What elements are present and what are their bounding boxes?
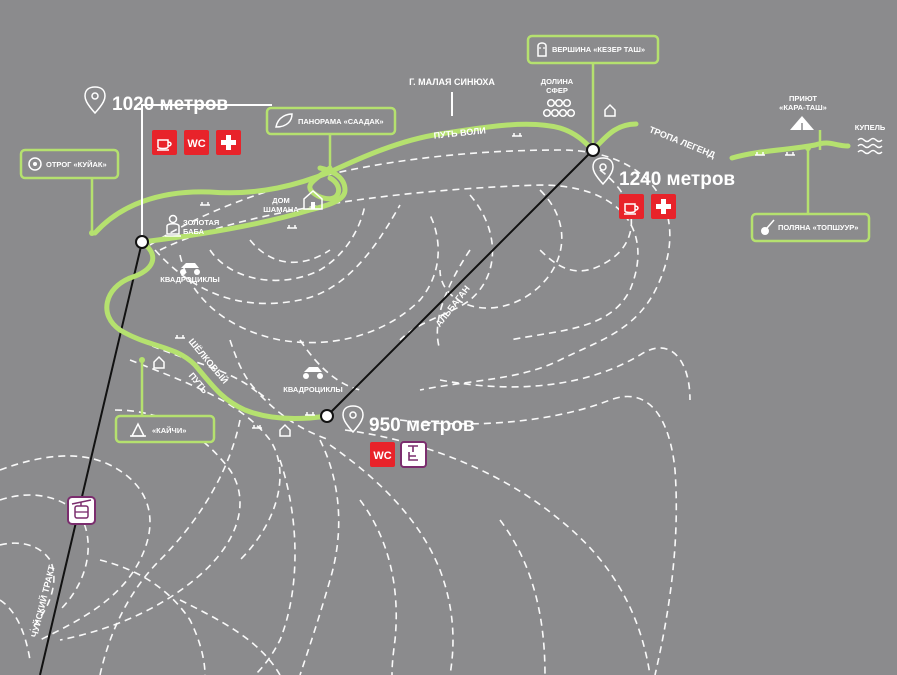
dom-label-2: ШАМАНА [263, 205, 299, 214]
poi-vershina-kezer-tash[interactable]: ВЕРШИНА «КЕЗЕР ТАШ» [526, 34, 660, 65]
station-950 [320, 409, 334, 423]
altitude-950: 950 метров [342, 405, 475, 436]
coffee-icon [619, 194, 644, 219]
kvadro-label-upper: КВАДРОЦИКЛЫ [160, 275, 219, 284]
scissors-icon [130, 422, 146, 437]
house-icon [604, 103, 616, 117]
stations [89, 143, 811, 423]
atv-area-lower: КВАДРОЦИКЛЫ [283, 367, 343, 394]
gondola-icon [67, 496, 96, 525]
dashed-roads [0, 149, 691, 675]
idol-icon [537, 42, 547, 57]
wc-icon: WC [184, 130, 209, 155]
atv-icon [180, 263, 200, 275]
atv-icon [303, 367, 323, 379]
idol-icon [165, 214, 181, 237]
altitude-1020-label: 1020 метров [112, 94, 228, 115]
trail-shelkovy [104, 239, 330, 421]
poi-zolotaya-baba: ЗОЛОТАЯ БАБА [165, 214, 219, 237]
atv-area-upper: КВАДРОЦИКЛЫ [160, 263, 220, 284]
chuisky-trakt-label: ЧУЙСКИЙ ТРАКТ [28, 563, 57, 638]
tropa-legend-label: ТРОПА ЛЕГЕНД [648, 124, 717, 160]
amenities-1020: WC [152, 130, 241, 155]
station-1020 [135, 235, 149, 249]
ski-lift-icon [400, 441, 427, 468]
shelk-label-2: ПУТЬ [187, 371, 210, 396]
house-icon [303, 189, 323, 210]
pointer-lines [141, 92, 453, 242]
dolina-label-1: ДОЛИНА [541, 77, 574, 86]
priut-label-2: «КАРА-ТАШ» [779, 103, 827, 112]
zolotaya-label-2: БАБА [183, 227, 205, 236]
altitude-1240: 1240 метров [592, 157, 735, 190]
altitude-950-label: 950 метров [369, 415, 475, 436]
poi-otrog-label: ОТРОГ «КУЙАК» [46, 160, 107, 169]
poi-panorama-saadak[interactable]: ПАНОРАМА «СААДАК» [265, 106, 397, 136]
map-pin-icon [342, 405, 364, 434]
dom-label-1: ДОМ [272, 196, 289, 205]
leader-lines [90, 63, 822, 416]
poi-kaychi[interactable]: «КАЙЧИ» [114, 414, 216, 444]
poi-dolina-sfer: ДОЛИНА СФЕР [541, 77, 576, 118]
cable-lines [39, 149, 594, 675]
poi-polyana-topshuur[interactable]: ПОЛЯНА «ТОПШУУР» [750, 212, 871, 243]
dolina-label-2: СФЕР [546, 86, 568, 95]
poi-polyana-label: ПОЛЯНА «ТОПШУУР» [778, 223, 858, 232]
tent-icon [790, 116, 814, 130]
put-voli-label: ПУТЬ ВОЛИ [433, 125, 486, 140]
amenities-950: WC [370, 441, 427, 468]
kupel-label: КУПЕЛЬ [855, 123, 886, 132]
cable-line-upper [326, 149, 594, 417]
poi-dom-shamana: ДОМ ШАМАНА [263, 189, 323, 214]
sinyuha-label: Г. МАЛАЯ СИНЮХА [409, 77, 495, 87]
map-pin-icon [592, 157, 614, 186]
first-aid-icon [216, 130, 241, 155]
instrument-icon [761, 219, 775, 235]
trail-lower-loop [139, 165, 348, 245]
water-waves-icon [857, 137, 883, 155]
map-pin-icon [84, 86, 106, 115]
poi-vershina-label: ВЕРШИНА «КЕЗЕР ТАШ» [552, 45, 645, 54]
altitude-1020: 1020 метров [84, 86, 228, 115]
sun-icon [28, 157, 42, 171]
svg-text:WC: WC [373, 450, 391, 462]
cable-line-main [39, 241, 143, 675]
house-icon [153, 355, 165, 369]
svg-text:WC: WC [187, 138, 205, 150]
trail-tropa-legend [729, 140, 851, 161]
amenities-1240 [619, 194, 676, 219]
first-aid-icon [651, 194, 676, 219]
coffee-icon [152, 130, 177, 155]
house-icon [279, 423, 291, 437]
station-1240 [586, 143, 600, 157]
wc-icon: WC [370, 442, 395, 467]
leaf-icon [275, 113, 293, 128]
priut-label-1: ПРИЮТ [789, 94, 817, 103]
altitude-1240-label: 1240 метров [619, 169, 735, 190]
zolotaya-label-1: ЗОЛОТАЯ [183, 218, 219, 227]
poi-otrog-kuyak[interactable]: ОТРОГ «КУЙАК» [19, 148, 120, 180]
poi-kupel: КУПЕЛЬ [855, 123, 886, 155]
kvadro-label-lower: КВАДРОЦИКЛЫ [283, 385, 342, 394]
trail-markers [175, 133, 795, 429]
poi-kaychi-label: «КАЙЧИ» [152, 426, 186, 435]
poi-panorama-label: ПАНОРАМА «СААДАК» [298, 117, 384, 126]
poi-priut-kara-tash: ПРИЮТ «КАРА-ТАШ» [779, 94, 827, 130]
spheres-icon [542, 98, 576, 118]
